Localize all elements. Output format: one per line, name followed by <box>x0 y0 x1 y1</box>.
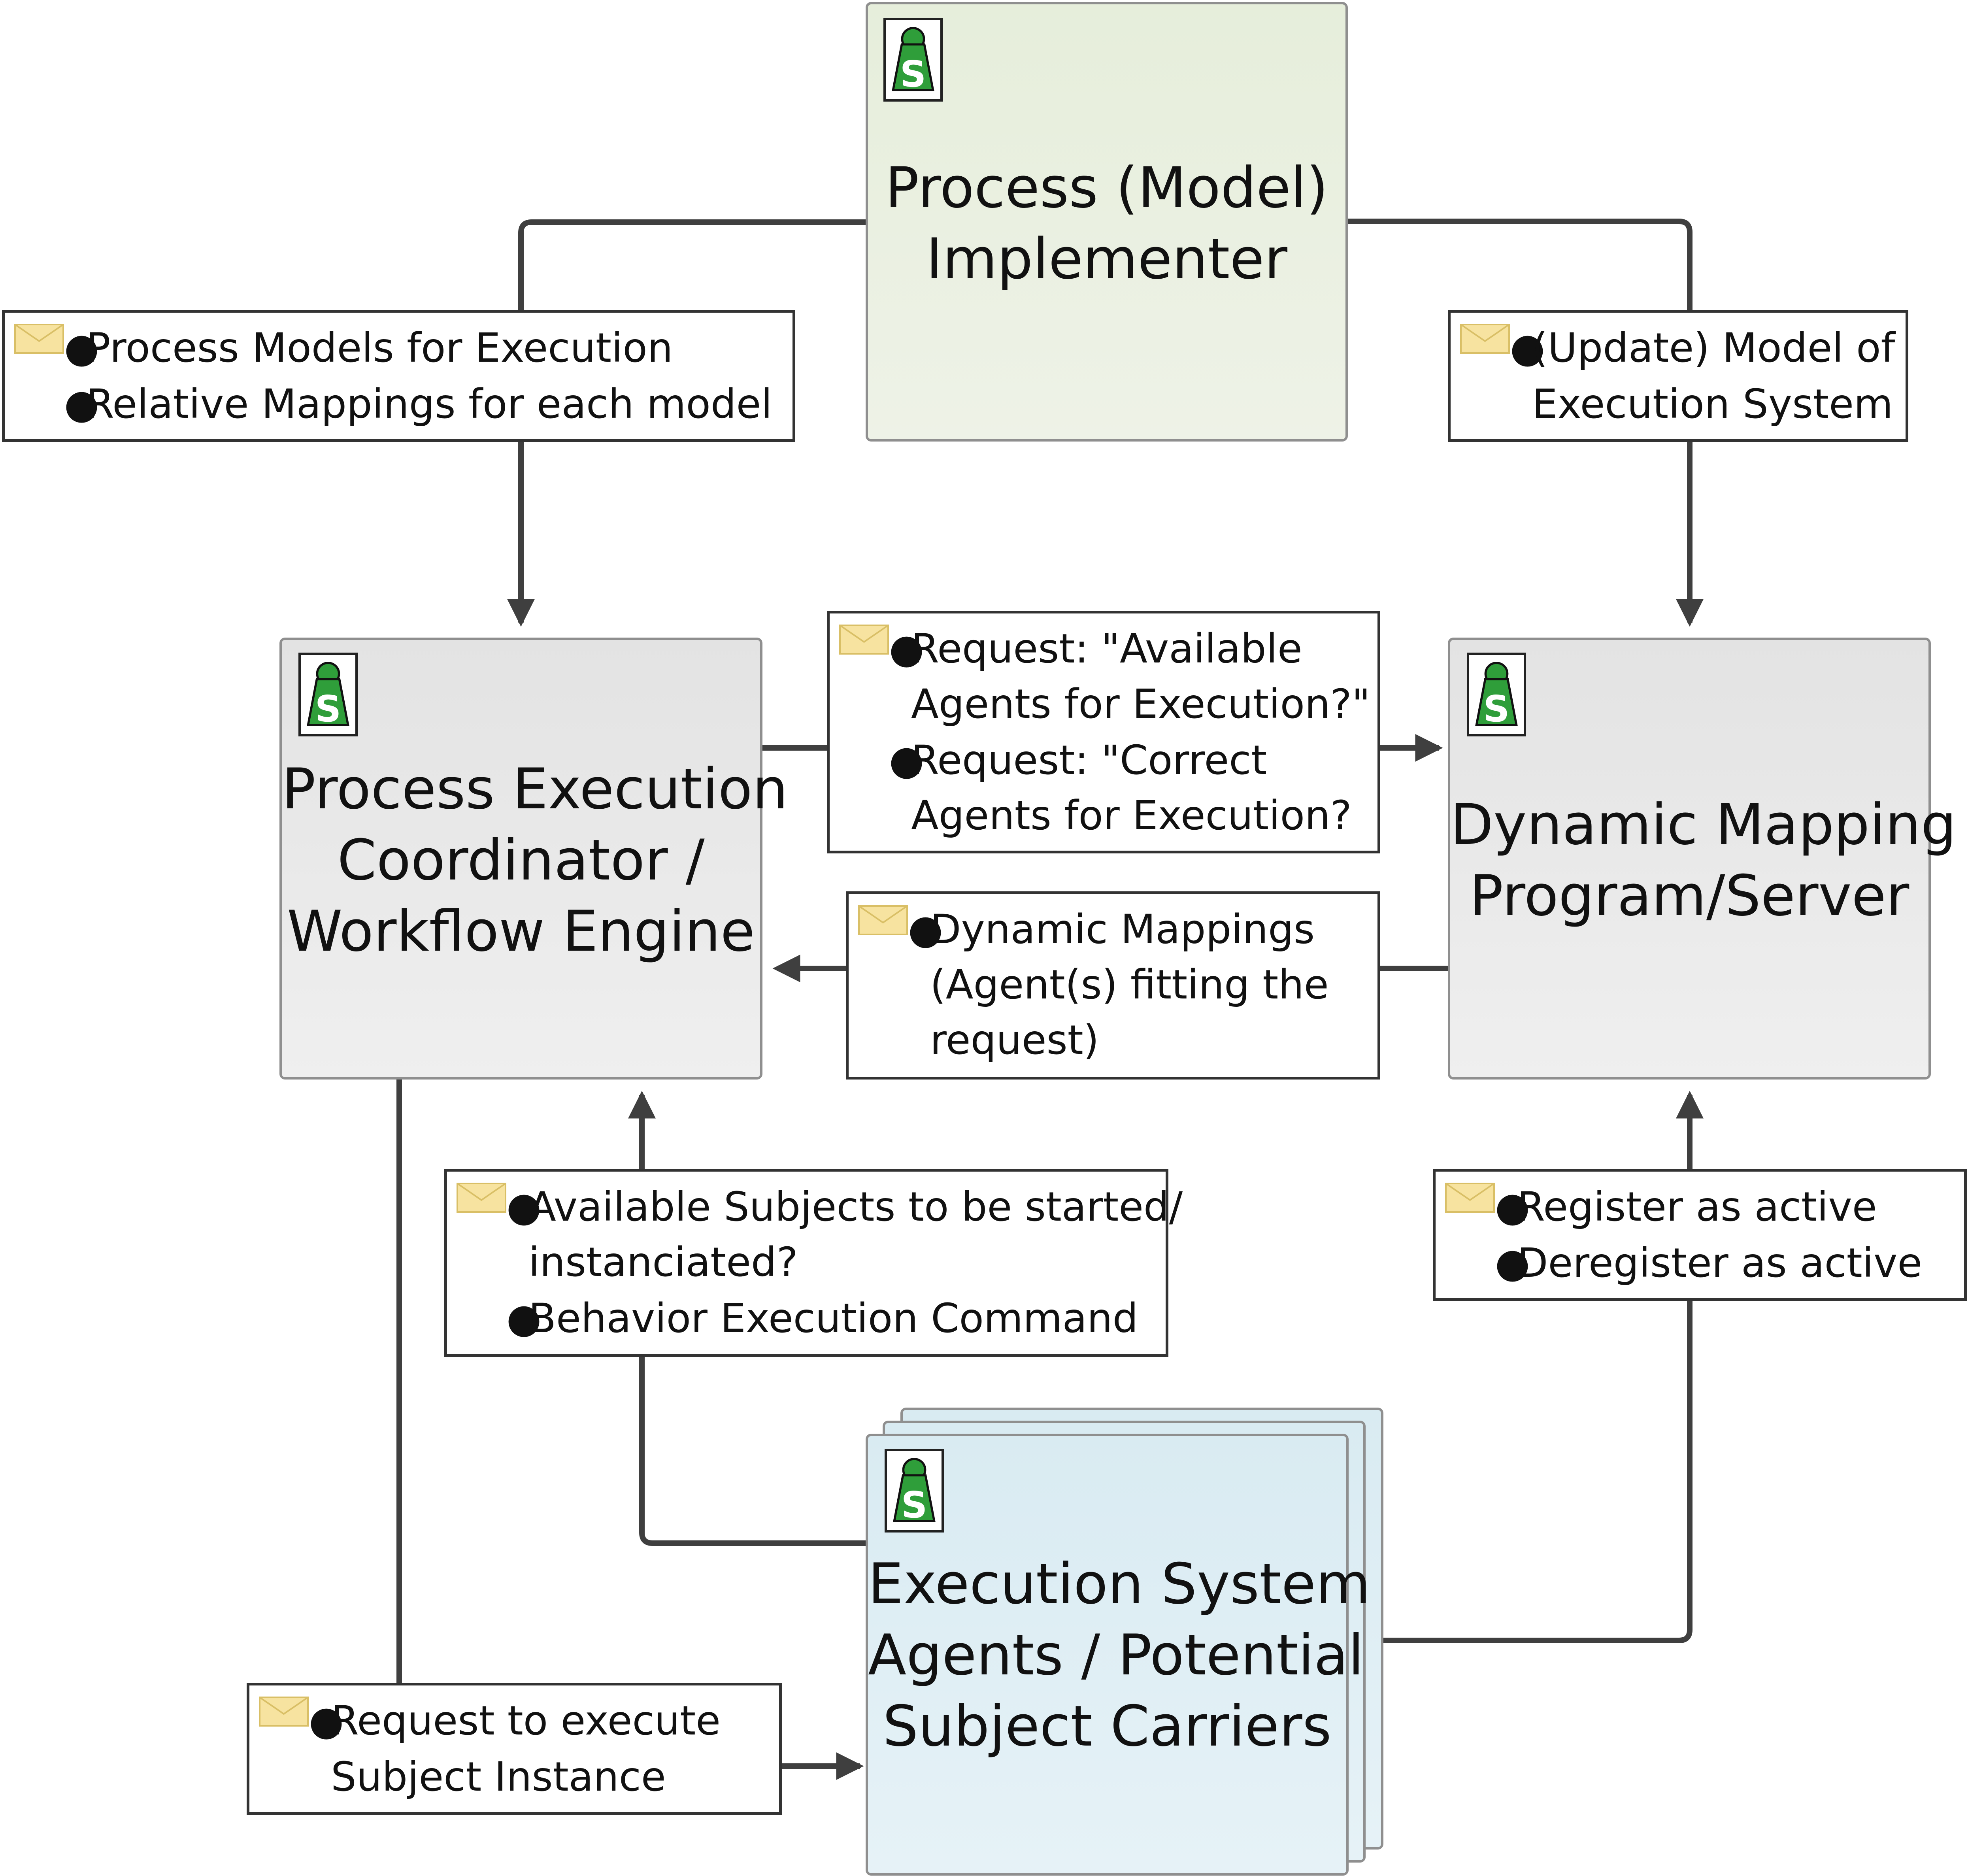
message-process-models[interactable]: ●Process Models for Execution ●Relative … <box>2 310 795 442</box>
message-line: ●Register as active <box>1495 1183 1877 1231</box>
message-available-subjects[interactable]: ●Available Subjects to be started/ insta… <box>444 1169 1183 1357</box>
message-line: (Agent(s) fitting the <box>930 961 1329 1008</box>
subject-s-icon: S <box>883 18 943 102</box>
message-line: instanciated? <box>528 1239 798 1286</box>
subject-title: Process Execution Coordinator / Workflow… <box>282 757 788 964</box>
message-register[interactable]: ●Register as active ●Deregister as activ… <box>1433 1169 1967 1301</box>
message-line: ●Behavior Execution Command <box>506 1295 1138 1342</box>
svg-text:S: S <box>1483 688 1509 730</box>
message-update-model[interactable]: ●(Update) Model of Execution System <box>1448 310 1908 442</box>
subject-title: Process (Model) Implementer <box>885 155 1328 292</box>
message-line: request) <box>930 1017 1099 1064</box>
message-request-agents[interactable]: ●Request: "Available Agents for Executio… <box>827 611 1380 853</box>
subject-dynamic-mapping-server[interactable]: S Dynamic Mapping Program/Server <box>1448 638 1957 1080</box>
envelope-icon <box>1445 1183 1495 1213</box>
message-line: ●Request: "Correct <box>889 737 1267 784</box>
svg-text:S: S <box>901 1484 927 1526</box>
subject-execution-system-agents[interactable]: S Execution System Agents / Potential Su… <box>866 1434 1371 1876</box>
message-line: ●Relative Mappings for each model <box>64 381 772 428</box>
subject-s-icon: S <box>298 653 358 736</box>
connector-agents-to-coordinator <box>628 1091 867 1546</box>
subject-title: Dynamic Mapping Program/Server <box>1450 792 1957 929</box>
message-line: Subject Instance <box>331 1753 666 1801</box>
connector-implementer-to-mapping <box>1346 219 1704 627</box>
message-line: ●Request to execute <box>309 1697 721 1744</box>
message-line: ●Process Models for Execution <box>64 325 673 372</box>
message-line: ●Available Subjects to be started/ <box>506 1183 1183 1231</box>
message-line: ●Dynamic Mappings <box>908 906 1315 953</box>
subject-s-icon: S <box>885 1449 944 1533</box>
envelope-icon <box>839 625 889 655</box>
envelope-icon <box>1460 324 1510 354</box>
message-line: Agents for Execution?" <box>911 681 1370 728</box>
envelope-icon <box>457 1183 506 1213</box>
subject-title: Execution System Agents / Potential Subj… <box>868 1551 1371 1759</box>
subject-s-icon: S <box>1467 653 1526 736</box>
message-line: ●(Update) Model of <box>1510 325 1895 372</box>
connector-agents-to-mapping <box>1382 1091 1704 1643</box>
svg-text:S: S <box>315 688 341 730</box>
envelope-icon <box>858 905 908 935</box>
message-execute-request[interactable]: ●Request to execute Subject Instance <box>247 1683 782 1815</box>
message-line: ●Request: "Available <box>889 625 1302 672</box>
envelope-icon <box>14 324 64 354</box>
message-line: ●Deregister as active <box>1495 1240 1923 1287</box>
svg-text:S: S <box>900 53 926 95</box>
message-line: Execution System <box>1532 381 1893 428</box>
envelope-icon <box>259 1697 309 1727</box>
connector-implementer-to-coordinator <box>507 219 867 627</box>
subject-process-model-implementer[interactable]: S Process (Model) Implementer <box>866 2 1348 442</box>
subject-process-execution-coordinator[interactable]: S Process Execution Coordinator / Workfl… <box>279 638 788 1080</box>
message-line: Agents for Execution? <box>911 792 1352 839</box>
message-dynamic-mappings[interactable]: ●Dynamic Mappings (Agent(s) fitting the … <box>846 891 1380 1080</box>
